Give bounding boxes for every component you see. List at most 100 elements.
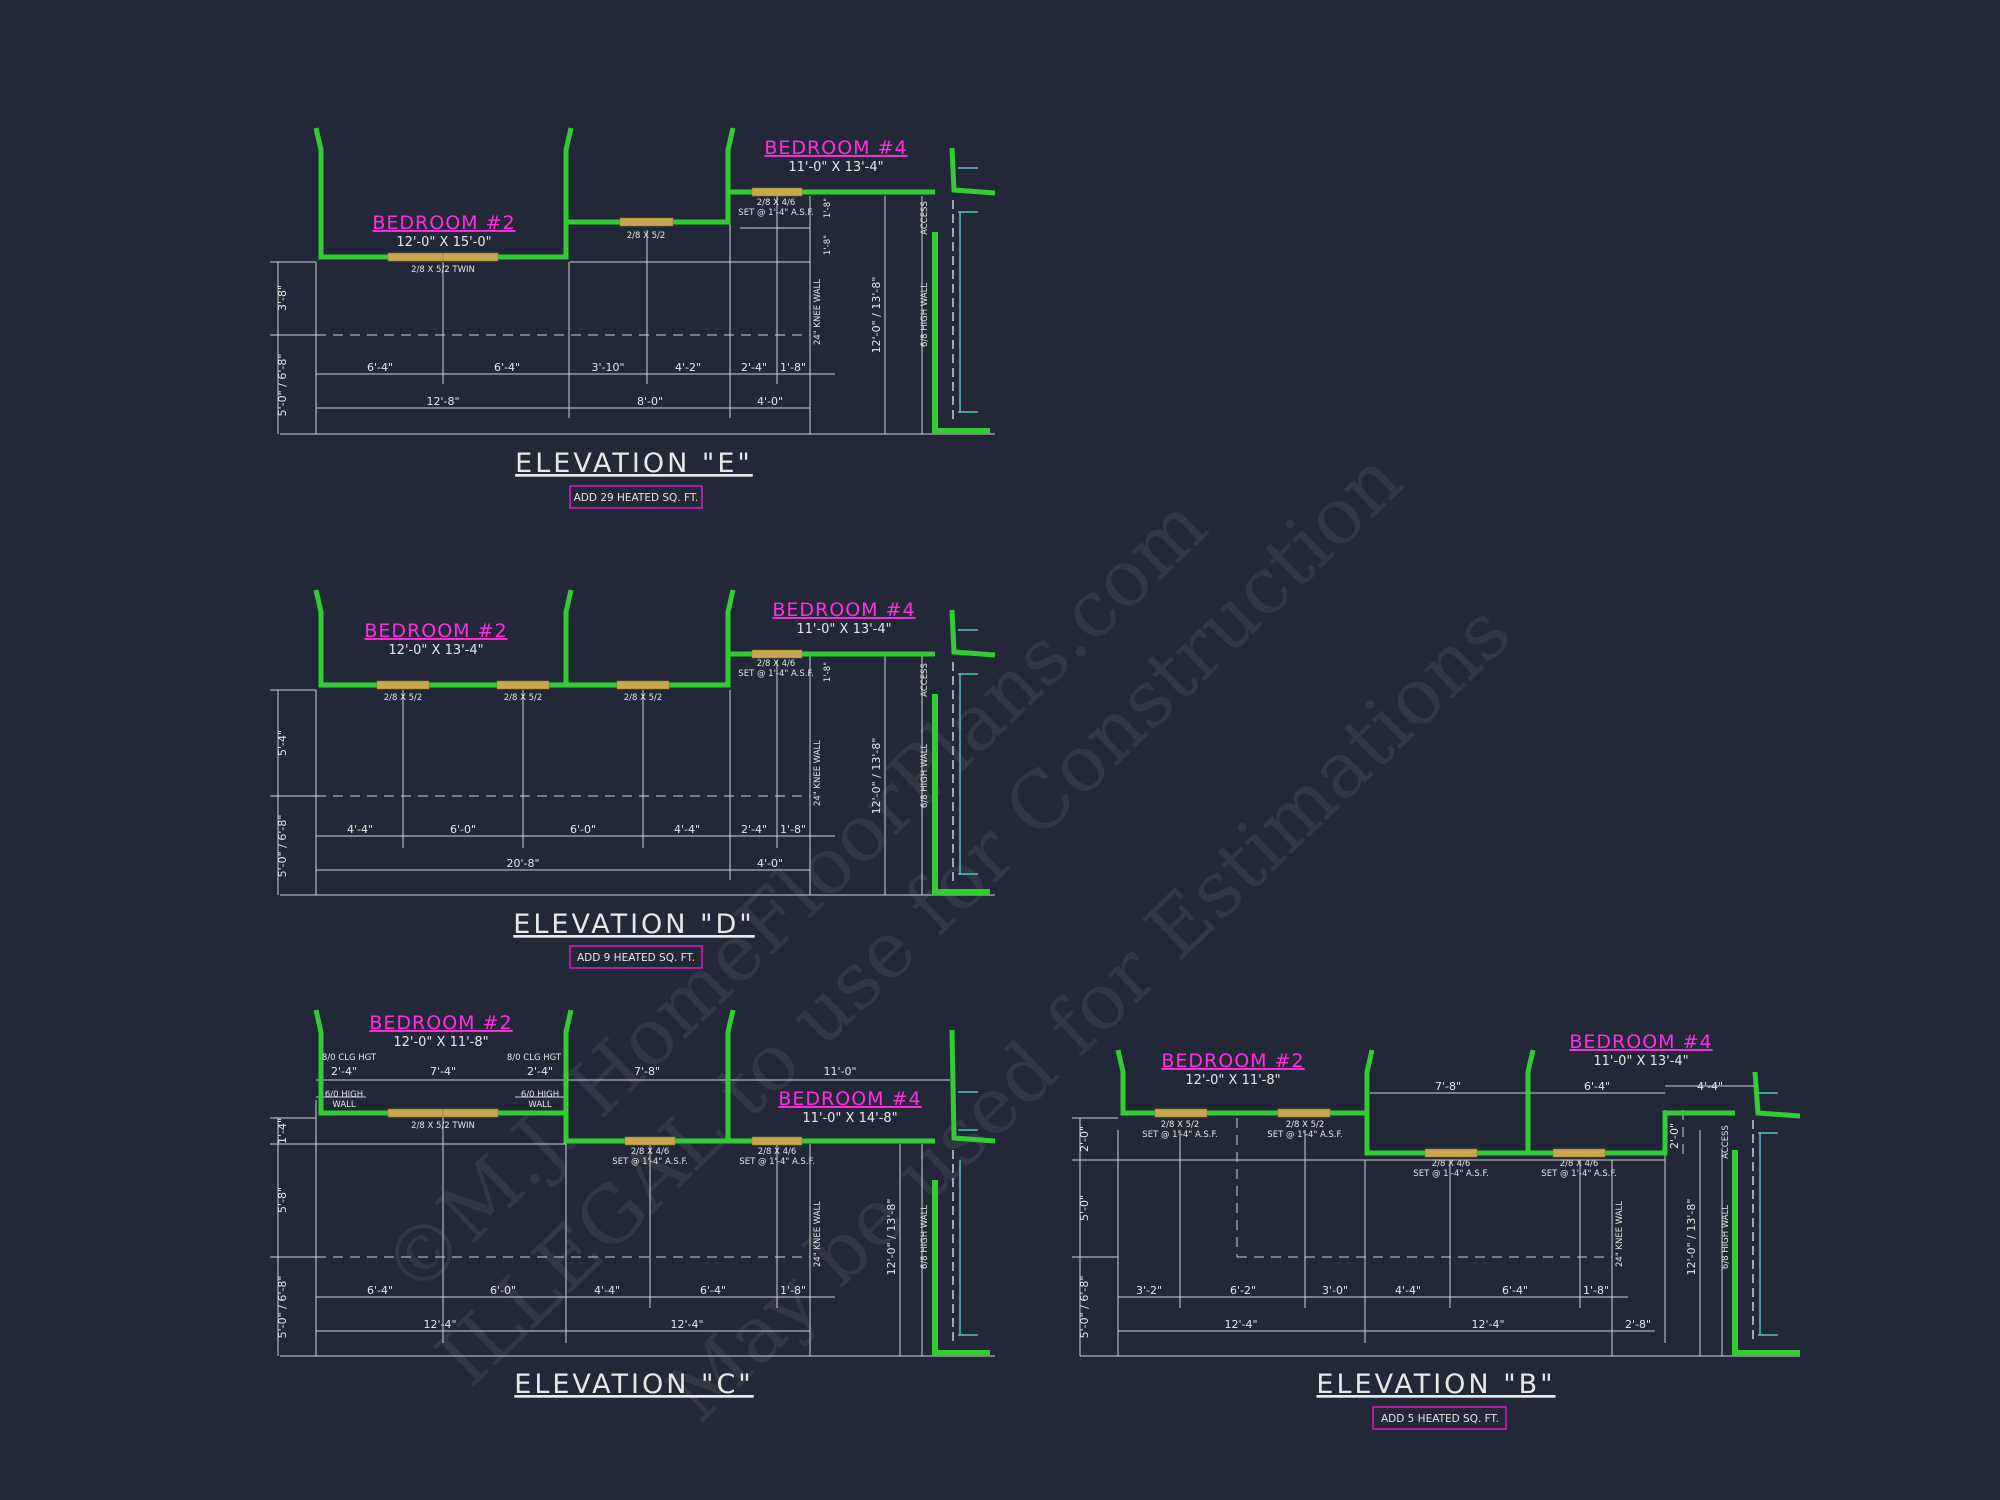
elevation-d-knee-wall: 24" KNEE WALL xyxy=(813,740,823,806)
elevation-e-bedroom4-size: 11'-0" X 13'-4" xyxy=(788,160,883,175)
elevation-d-dim-5: 2'-4" xyxy=(741,823,767,836)
elevation-c-window-2: 2/8 X 4/6 xyxy=(631,1147,670,1157)
elevation-e-height-top: 3'-8" xyxy=(276,285,289,311)
elevation-e-dims-row2: 12'-8" 8'-0" 4'-0" xyxy=(426,395,783,408)
elevation-b-window-2-set: SET @ 1'-4" A.S.F. xyxy=(1267,1130,1342,1140)
elevation-d-access xyxy=(958,629,978,875)
elevation-d-wall xyxy=(313,589,935,688)
elevation-e-access-label: ACCESS xyxy=(920,201,930,235)
elevation-e-window-set: SET @ 1'-4" A.S.F. xyxy=(738,208,813,218)
elevation-d-height-top: 5'-4" xyxy=(276,730,289,756)
elevation-c-height-bottom: 5'-0" / 6'-8" xyxy=(276,1276,289,1339)
elevation-b-note: ADD 5 HEATED SQ. FT. xyxy=(1381,1413,1499,1425)
elevation-b-window-2: 2/8 X 5/2 xyxy=(1286,1120,1325,1130)
elevation-c-bedroom4-size: 11'-0" X 14'-8" xyxy=(802,1111,897,1126)
elevation-b-dims-row2: 12'-4" 12'-4" 2'-8" xyxy=(1224,1318,1651,1331)
elevation-e-note: ADD 29 HEATED SQ. FT. xyxy=(574,492,699,504)
elevation-e-window-middle: 2/8 X 5/2 xyxy=(627,231,666,241)
elevation-d-window-set: SET @ 1'-4" A.S.F. xyxy=(738,669,813,679)
elevation-d-dimension-lines xyxy=(270,652,995,896)
elevation-d-height-bottom: 5'-0" / 6'-8" xyxy=(276,815,289,878)
elevation-b-bedroom4-size: 11'-0" X 13'-4" xyxy=(1593,1054,1688,1069)
elevation-b-dim-9: 2'-8" xyxy=(1625,1318,1651,1331)
elevation-e-dim-3: 3'-10" xyxy=(591,361,624,374)
elevation-c-top-dim-5: 11'-0" xyxy=(823,1065,856,1078)
elevation-c-window-2-set: SET @ 1'-4" A.S.F. xyxy=(612,1157,687,1167)
elevation-c-bedroom2-label: BEDROOM #2 xyxy=(369,1012,512,1034)
elevation-c: BEDROOM #2 12'-0" X 11'-8" BEDROOM #4 11… xyxy=(270,1009,996,1400)
elevation-b-dims-top: 7'-8" 6'-4" 4'-4" xyxy=(1435,1080,1723,1093)
elevation-c-wall-left: WALL xyxy=(332,1100,355,1110)
elevation-b-height-mid: 5'-0" xyxy=(1078,1195,1091,1221)
elevation-c-high-wall: 6/8 HIGH WALL xyxy=(920,1205,930,1269)
elevation-e-window-bedroom4: 2/8 X 4/6 xyxy=(757,198,796,208)
elevation-e-knee-wall: 24" KNEE WALL xyxy=(813,279,823,345)
elevation-c-wall-height: 12'-0" / 13'-8" xyxy=(885,1199,898,1276)
elevation-b-dim-8: 12'-4" xyxy=(1471,1318,1504,1331)
elevation-b-windows xyxy=(1154,1108,1606,1158)
elevation-b-window-4-set: SET @ 1'-4" A.S.F. xyxy=(1541,1169,1616,1179)
elevation-e-bedroom4-label: BEDROOM #4 xyxy=(764,137,907,159)
elevation-d-bedroom2-size: 12'-0" X 13'-4" xyxy=(388,643,483,658)
elevation-b-window-1: 2/8 X 5/2 xyxy=(1161,1120,1200,1130)
elevation-b-note-box xyxy=(1372,1406,1507,1430)
elevation-b-access-label: ACCESS xyxy=(1721,1125,1731,1159)
elevation-d-dims-row1: 4'-4" 6'-0" 6'-0" 4'-4" 2'-4" 1'-8" xyxy=(347,823,806,836)
elevation-e-access xyxy=(958,167,978,413)
elevation-b-title: ELEVATION "B" xyxy=(1316,1369,1555,1400)
elevation-e-dim-2: 6'-4" xyxy=(494,361,520,374)
elevation-d-dim-6: 1'-8" xyxy=(780,823,806,836)
elevation-e: BEDROOM #2 12'-0" X 15'-0" BEDROOM #4 11… xyxy=(270,127,996,509)
elevation-b-dim-5: 6'-4" xyxy=(1502,1284,1528,1297)
elevation-d-wall-height: 12'-0" / 13'-8" xyxy=(870,738,883,815)
elevation-d-window-1: 2/8 X 5/2 xyxy=(384,693,423,703)
elevation-d-note-box xyxy=(569,945,703,969)
elevation-e-dimension-lines xyxy=(270,196,995,435)
elevation-d-dim-1: 4'-4" xyxy=(347,823,373,836)
elevation-b-wall-height: 12'-0" / 13'-8" xyxy=(1685,1199,1698,1276)
elevation-d-dim-4: 4'-4" xyxy=(674,823,700,836)
elevation-e-high-wall: 6/8 HIGH WALL xyxy=(920,283,930,347)
elevation-e-windows xyxy=(387,187,803,262)
elevation-c-height-top: 1'-4" xyxy=(276,1118,289,1144)
elevation-b: BEDROOM #2 12'-0" X 11'-8" BEDROOM #4 11… xyxy=(1072,1031,1801,1430)
elevation-d-window-2: 2/8 X 5/2 xyxy=(504,693,543,703)
elevation-d-dim-3: 6'-0" xyxy=(570,823,596,836)
elevation-c-bedroom4-label: BEDROOM #4 xyxy=(778,1088,921,1110)
elevation-c-window-3-set: SET @ 1'-4" A.S.F. xyxy=(739,1157,814,1167)
elevation-b-top-dim-1: 7'-8" xyxy=(1435,1080,1461,1093)
elevation-b-dimension-lines xyxy=(1072,1085,1800,1357)
elevation-b-high-wall: 6/8 HIGH WALL xyxy=(1721,1205,1731,1269)
elevation-c-top-dim-3: 2'-4" xyxy=(527,1065,553,1078)
elevation-c-dims-row1: 6'-4" 6'-0" 4'-4" 6'-4" 1'-8" xyxy=(367,1284,806,1297)
elevation-b-top-dim-2: 6'-4" xyxy=(1584,1080,1610,1093)
elevation-c-top-dim-1: 2'-4" xyxy=(331,1065,357,1078)
elevation-e-title: ELEVATION "E" xyxy=(515,448,753,479)
elevation-e-dim-9: 4'-0" xyxy=(757,395,783,408)
elevation-c-window-bedroom2: 2/8 X 5/2 TWIN xyxy=(411,1121,475,1131)
elevation-d-bedroom4-label: BEDROOM #4 xyxy=(772,599,915,621)
elevation-c-title: ELEVATION "C" xyxy=(514,1369,753,1400)
elevation-c-top-dim-2: 7'-4" xyxy=(430,1065,456,1078)
elevation-e-wall-height: 12'-0" / 13'-8" xyxy=(870,277,883,354)
elevation-d-dim-8: 4'-0" xyxy=(757,857,783,870)
elevation-b-dim-1: 3'-2" xyxy=(1136,1284,1162,1297)
elevation-d-high-wall: 6/8 HIGH WALL xyxy=(920,744,930,808)
elevation-e-dims-row1: 6'-4" 6'-4" 3'-10" 4'-2" 2'-4" 1'-8" xyxy=(367,361,806,374)
elevation-d-height-upper: 1'-8" xyxy=(823,662,833,682)
elevation-c-clg-left: 8/0 CLG HGT xyxy=(322,1053,377,1063)
elevation-b-dim-6: 1'-8" xyxy=(1583,1284,1609,1297)
elevation-e-dim-4: 4'-2" xyxy=(675,361,701,374)
elevation-e-bedroom2-label: BEDROOM #2 xyxy=(372,212,515,234)
elevation-e-height-lower: 1'-8" xyxy=(823,235,833,255)
elevation-e-note-box xyxy=(569,485,703,509)
elevation-e-dim-8: 8'-0" xyxy=(637,395,663,408)
elevation-d-window-3: 2/8 X 5/2 xyxy=(624,693,663,703)
elevation-c-dim-2: 6'-0" xyxy=(490,1284,516,1297)
elevation-e-window-bedroom2: 2/8 X 5/2 TWIN xyxy=(411,265,475,275)
elevation-b-knee-wall: 24" KNEE WALL xyxy=(1615,1201,1625,1267)
elevation-c-window-3: 2/8 X 4/6 xyxy=(758,1147,797,1157)
elevation-c-dims-top: 2'-4" 7'-4" 2'-4" 7'-8" 11'-0" xyxy=(331,1065,857,1078)
elevation-c-dim-1: 6'-4" xyxy=(367,1284,393,1297)
